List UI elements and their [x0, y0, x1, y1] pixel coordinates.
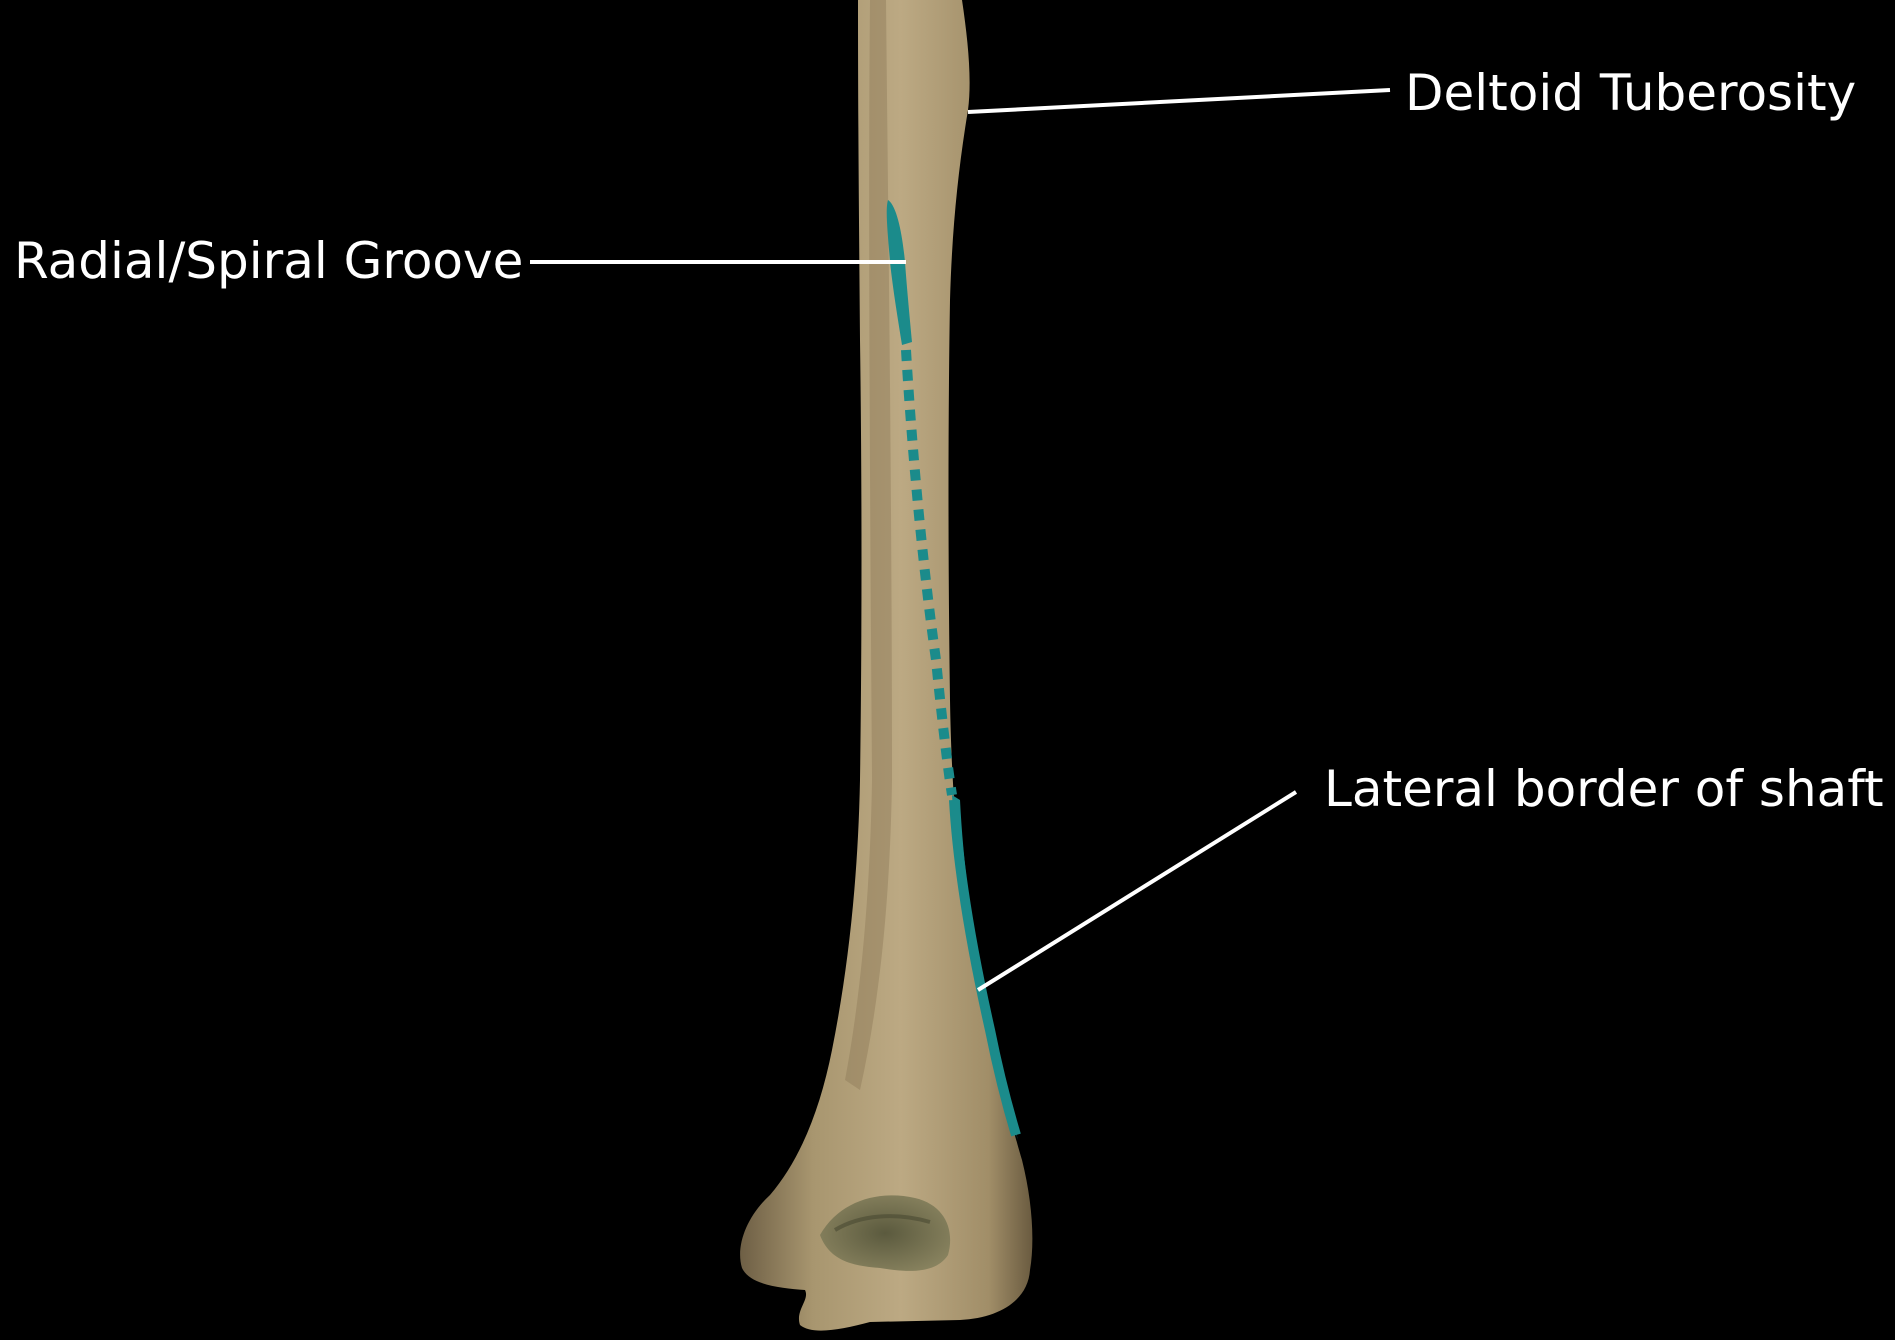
- label-lateral-border: Lateral border of shaft: [1324, 764, 1884, 814]
- label-deltoid-tuberosity: Deltoid Tuberosity: [1405, 68, 1856, 118]
- label-radial-spiral-groove: Radial/Spiral Groove: [14, 236, 523, 286]
- lateral-leader-line: [978, 792, 1296, 990]
- deltoid-leader-line: [968, 90, 1390, 112]
